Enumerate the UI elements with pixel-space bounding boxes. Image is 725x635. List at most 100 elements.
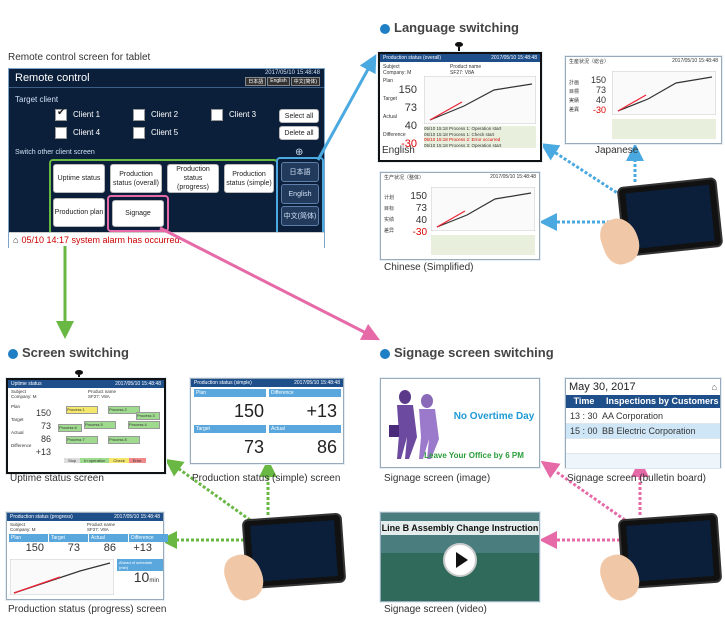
checkbox-icon [55, 127, 67, 139]
bullet-icon [380, 348, 390, 359]
signage-subline: Leave Your Office by 6 PM [424, 451, 524, 460]
english-chart [424, 76, 536, 124]
table-row [566, 454, 720, 469]
tab-japanese[interactable]: 日本語 [245, 77, 267, 86]
home-icon[interactable]: ⌂ [711, 382, 717, 392]
client-2-checkbox[interactable]: Client 2 [133, 109, 178, 121]
signage-button[interactable]: Signage [112, 200, 164, 227]
kpi-value: 40 [595, 95, 606, 105]
product-label: Product name [87, 522, 116, 527]
chinese-title: 生产状况（整体） [384, 175, 425, 181]
select-all-button[interactable]: Select all [279, 109, 319, 123]
lang-japanese-button[interactable]: 日本語 [281, 162, 319, 182]
uptime-date: 2017/05/10 15:48:48 [115, 381, 161, 387]
delete-all-button[interactable]: Delete all [279, 126, 319, 140]
production-overall-button[interactable]: Production status (overall) [110, 164, 162, 193]
kpi-label: Target [383, 96, 397, 102]
globe-icon: ⊕ [295, 147, 304, 158]
tablet-screen [626, 520, 714, 582]
client-5-checkbox[interactable]: Client 5 [133, 127, 178, 139]
kpi-value: +13 [35, 447, 51, 457]
bulletin-header: Time Inspections by Customers [566, 395, 720, 408]
chinese-chart [431, 187, 535, 231]
row-text: AA Corporation [602, 411, 664, 421]
remote-control-screen: Remote control 2017/05/10 15:48:48 日本語 E… [8, 68, 325, 248]
production-simple-button[interactable]: Production status (simple) [224, 164, 274, 193]
chinese-values: 150 73 40 -30 [401, 191, 427, 239]
dash-arrow-uptime [164, 458, 251, 522]
plan-value: 150 [233, 401, 264, 421]
production-progress-button[interactable]: Production status (progress) [167, 164, 219, 193]
kpi-value: +13 [133, 542, 152, 554]
kpi-label: Actual [383, 114, 397, 120]
col-title: Inspections by Customers [606, 396, 719, 406]
ahead-label: Ahead of schedule (min) [117, 559, 163, 571]
kpi-value: 150 [35, 408, 51, 418]
progress-title: Production status (progress) [10, 514, 73, 520]
signage-highlight [107, 195, 169, 232]
chinese-kpis: 计划 目标 实绩 差异 [384, 193, 414, 237]
client-1-checkbox[interactable]: ✔Client 1 [55, 107, 101, 121]
checkbox-icon [211, 109, 223, 121]
checkbox-icon [133, 109, 145, 121]
chinese-caption: Chinese (Simplified) [384, 262, 474, 273]
uptime-legend: Stop In operation Check Error [64, 458, 146, 463]
kpi-value: -30 [401, 138, 417, 150]
process-box: Process 3 [136, 412, 160, 420]
screen-switching-title: Screen switching [8, 345, 129, 360]
kpi-label: 目标 [384, 206, 395, 212]
kpi-label: 实绩 [384, 217, 395, 223]
kpi-value: 73 [415, 203, 427, 214]
progress-header: Production status (progress)2017/05/10 1… [7, 513, 163, 521]
status-message: 05/10 14:17 system alarm has occurred. [21, 235, 183, 245]
dash-arrow-image [540, 460, 626, 522]
tab-chinese[interactable]: 中文(简体) [290, 77, 320, 86]
client-4-checkbox[interactable]: Client 4 [55, 127, 100, 139]
client-1-label: Client 1 [73, 110, 101, 120]
kpi-label: 差异 [384, 228, 395, 234]
uptime-status-button[interactable]: Uptime status [53, 164, 105, 193]
legend-stop: Stop [64, 458, 81, 463]
product-value: SF27: V8A [87, 527, 109, 532]
log-line: 05/10 15:18 Process 1: Check start [424, 131, 495, 137]
chinese-log [431, 235, 535, 255]
chinese-screen: 生产状况（整体）2017/05/10 15:48:48 计划 目标 实绩 差异 … [380, 172, 540, 260]
screen-switching-text: Screen switching [22, 345, 129, 360]
actual-value: 86 [316, 437, 337, 457]
switch-screen-label: Switch other client screen [15, 149, 95, 156]
lang-english-button[interactable]: English [281, 184, 319, 204]
signage-image-caption: Signage screen (image) [384, 473, 491, 484]
plan-label: Plan [194, 389, 266, 397]
subject-label: Subject [11, 389, 27, 394]
process-box: Process 6 [58, 424, 82, 432]
kpi-label: 実績 [569, 98, 580, 104]
production-plan-button[interactable]: Production plan [53, 198, 105, 227]
progress-screen: Production status (progress)2017/05/10 1… [6, 512, 168, 600]
signage-headline: No Overtime Day [453, 411, 535, 422]
simple-date: 2017/05/10 15:48:48 [294, 380, 340, 386]
play-button[interactable] [443, 543, 477, 577]
people-walking-icon [389, 390, 439, 459]
client-3-label: Client 3 [229, 110, 257, 120]
target-value: 73 [243, 437, 264, 457]
tab-english[interactable]: English [267, 77, 290, 86]
simple-title: Production status (simple) [194, 380, 252, 386]
log-line: 05/10 15:18 Process 2: Error occurred [424, 137, 501, 142]
row-time: 15 : 00 [570, 426, 598, 436]
simple-screen: Production status (simple) 2017/05/10 15:… [190, 378, 344, 464]
japanese-values: 150 73 40 -30 [584, 75, 606, 115]
company-value: Company: M [11, 394, 37, 399]
pin-icon [455, 42, 463, 54]
japanese-kpis: 計画 目標 実績 差異 [569, 79, 601, 115]
kpi-value: 73 [67, 542, 80, 554]
kpi-value: 73 [40, 421, 51, 431]
lang-chinese-button[interactable]: 中文(简体) [281, 206, 319, 226]
simple-header: Production status (simple) 2017/05/10 15:… [191, 379, 343, 387]
client-3-checkbox[interactable]: Client 3 [211, 109, 256, 121]
kpi-value: -30 [412, 227, 427, 238]
remote-caption: Remote control screen for tablet [8, 52, 151, 63]
